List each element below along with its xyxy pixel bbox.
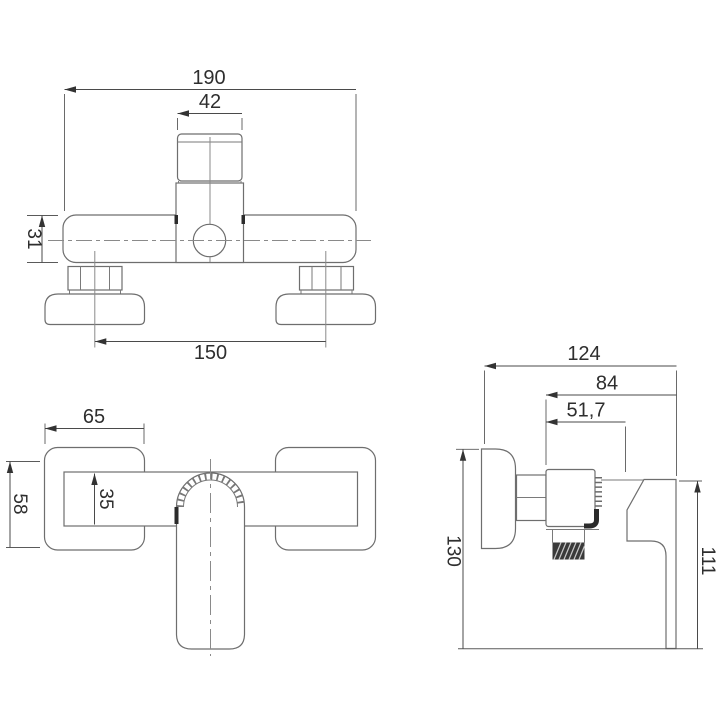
nut-facets-right bbox=[311, 266, 342, 290]
dim-label-body-depth-side: 84 bbox=[596, 373, 618, 395]
dimension-plate-width: 65 bbox=[44, 406, 145, 444]
handle-inner-arc bbox=[183, 479, 238, 508]
dimension-plate-height: 58 bbox=[6, 461, 40, 548]
dim-label-plate-width: 65 bbox=[83, 406, 105, 428]
side-dark-seal bbox=[584, 509, 599, 529]
side-handle-lever bbox=[626, 478, 677, 650]
dimension-body-depth: 31 bbox=[23, 215, 58, 263]
dim-label-plate-height: 58 bbox=[9, 493, 30, 514]
dimension-mounting-distance: 150 bbox=[94, 342, 326, 364]
dim-label-body-width: 35 bbox=[95, 488, 116, 509]
side-outlet-neck bbox=[552, 529, 585, 543]
cap-body-junction bbox=[178, 181, 242, 183]
mount-nut-right bbox=[298, 265, 355, 291]
dimension-cartridge-width: 42 bbox=[177, 91, 243, 130]
ext-lines-124 bbox=[484, 370, 677, 476]
handle-dark-mark bbox=[174, 507, 179, 524]
dimension-handle-height: 111 bbox=[679, 480, 718, 649]
side-valve-body bbox=[545, 468, 596, 528]
ext-lines-190 bbox=[64, 94, 357, 211]
dim-label-overall-depth: 124 bbox=[567, 343, 600, 365]
dimension-body-depth-side: 84 bbox=[545, 373, 677, 465]
dimension-handle-offset: 51,7 bbox=[546, 400, 626, 472]
dim-label-mounting-distance: 150 bbox=[194, 342, 227, 364]
side-view: 124 84 51,7 130 111 bbox=[442, 343, 718, 650]
joint-mark-right bbox=[241, 215, 245, 224]
front-view: 190 42 31 150 bbox=[23, 67, 377, 364]
dim-label-total-height: 130 bbox=[442, 535, 463, 567]
side-wall-plate bbox=[480, 448, 517, 550]
joint-mark-left bbox=[174, 215, 178, 224]
dim-label-handle-height: 111 bbox=[697, 547, 718, 576]
dim-label-cartridge-width: 42 bbox=[199, 91, 221, 113]
dim-label-body-depth: 31 bbox=[23, 228, 44, 249]
dimension-overall-width: 190 bbox=[64, 67, 357, 211]
nut-connectors bbox=[69, 290, 353, 294]
dimension-total-height: 130 bbox=[442, 448, 703, 650]
nut-facets-left bbox=[80, 266, 110, 290]
dimension-overall-depth: 124 bbox=[484, 343, 677, 476]
mount-centerlines bbox=[94, 251, 327, 348]
side-hose-thread-hatch bbox=[553, 542, 586, 560]
dim-label-handle-offset: 51,7 bbox=[567, 400, 606, 422]
dimension-body-width: 35 bbox=[95, 473, 116, 525]
dim-label-overall-width: 190 bbox=[192, 67, 225, 89]
bottom-view: 65 58 35 bbox=[6, 406, 377, 656]
handle-knurl-ticks bbox=[176, 473, 245, 508]
ext-lines-42 bbox=[177, 118, 243, 130]
